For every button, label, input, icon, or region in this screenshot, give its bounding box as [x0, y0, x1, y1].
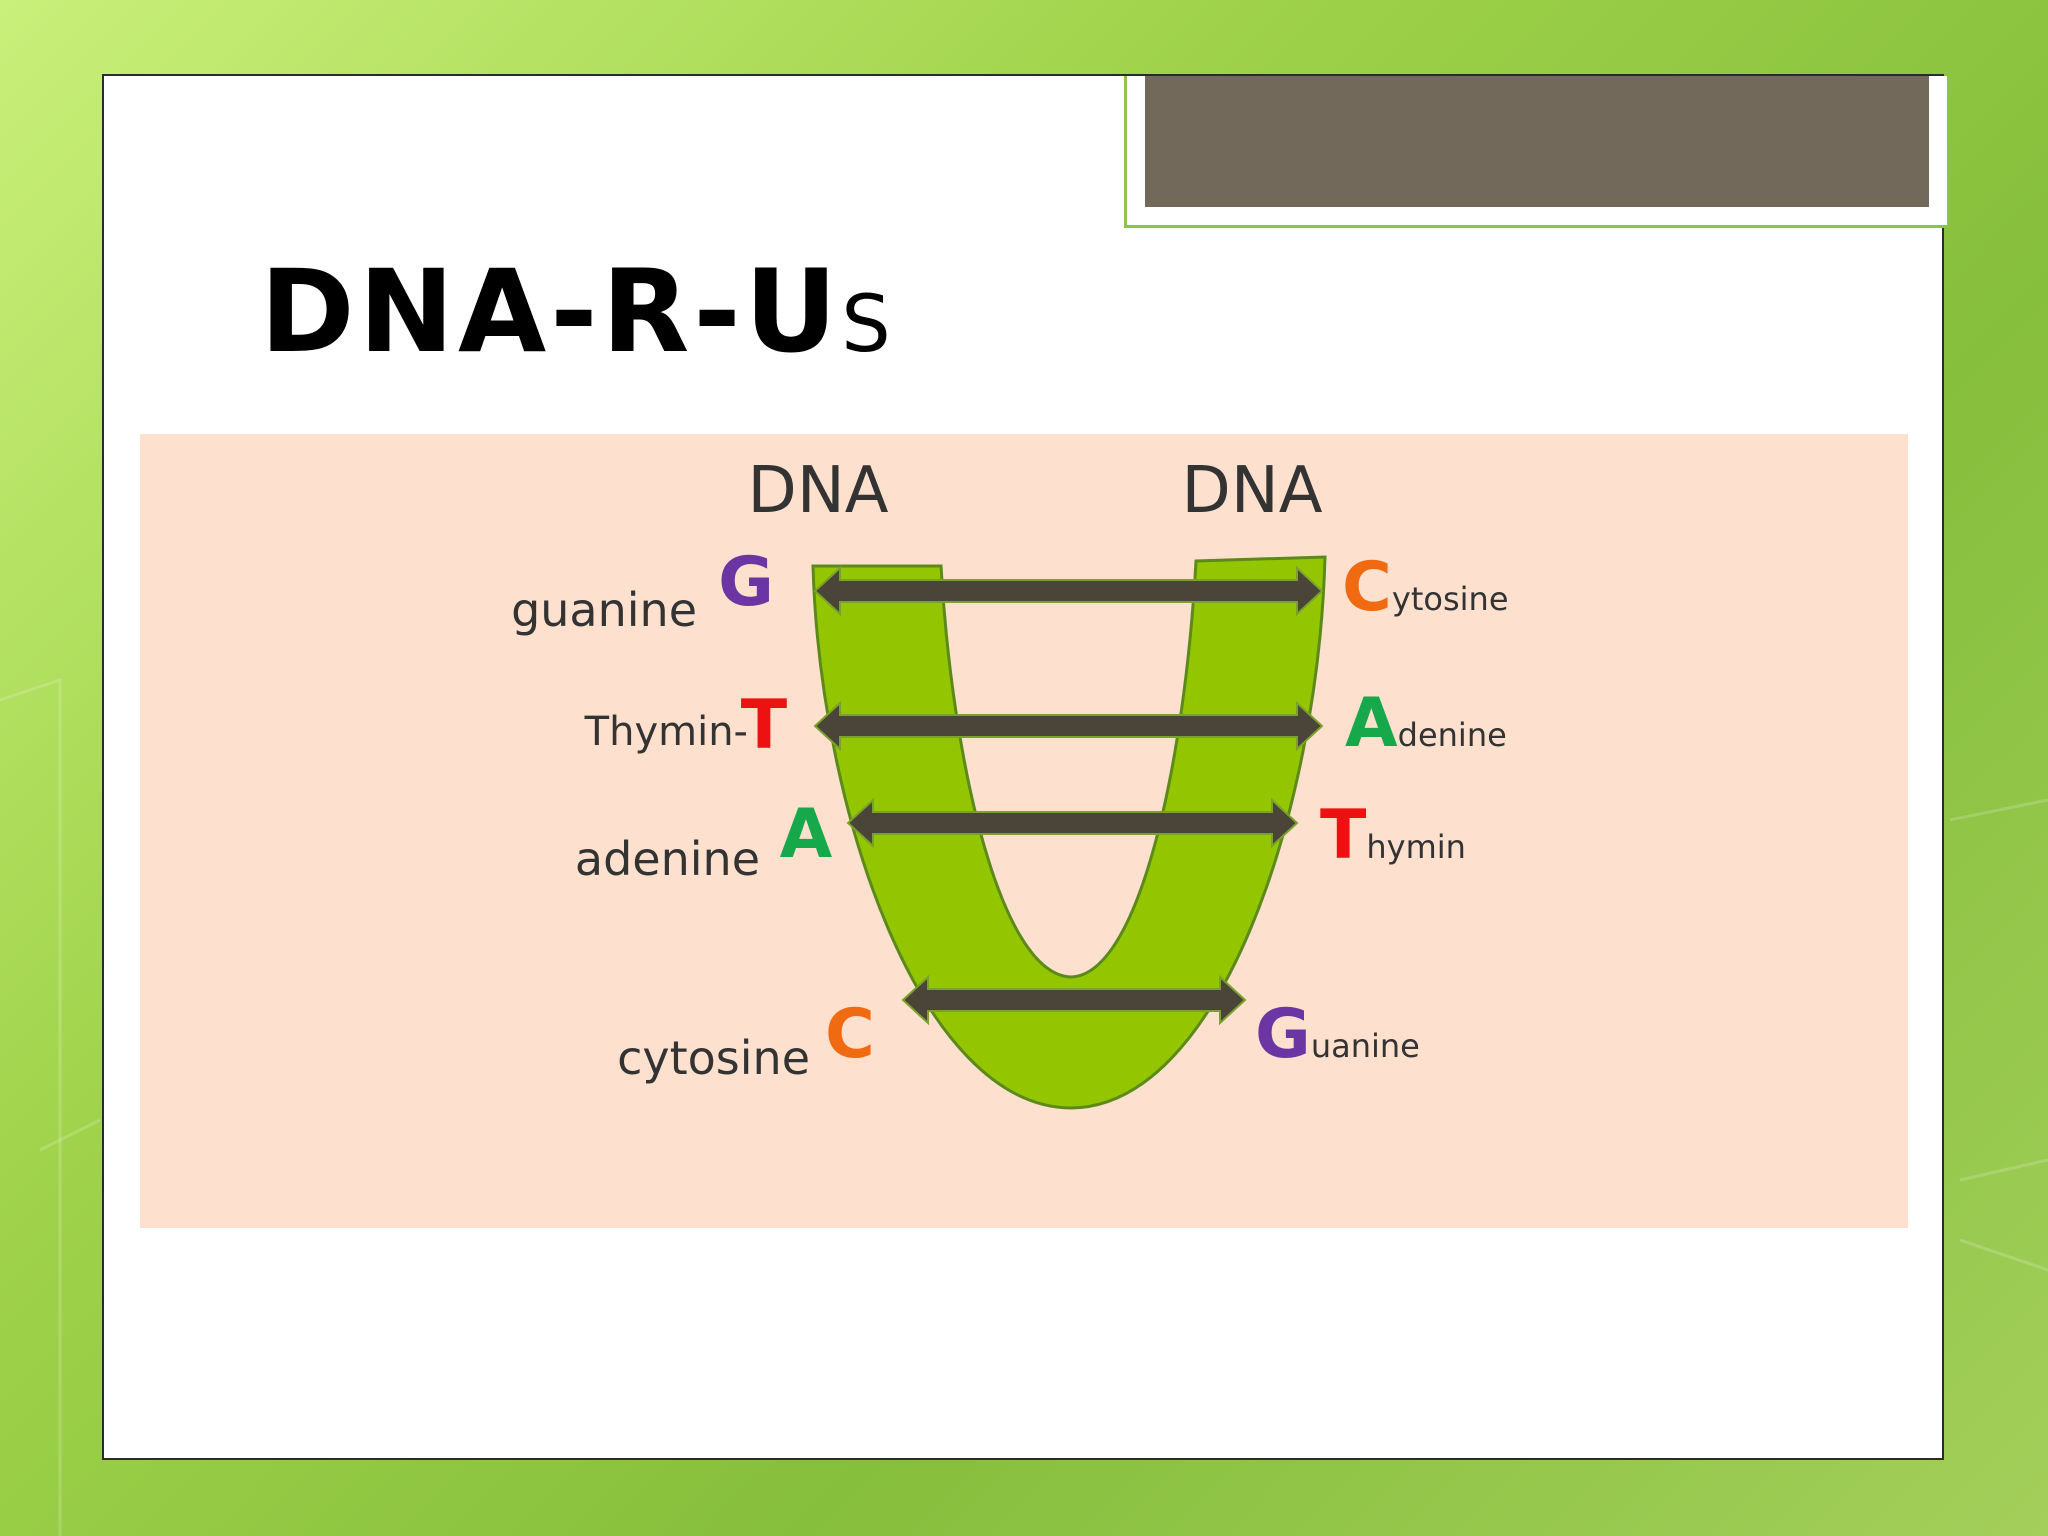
right-base-letter-1: C: [1342, 548, 1392, 627]
right-base-rest-4: uanine: [1311, 1027, 1420, 1065]
right-base-letter-3: T: [1320, 796, 1367, 875]
left-base-letter-1: G: [718, 543, 774, 622]
right-base-letter-4: G: [1255, 995, 1311, 1074]
right-base-letter-2: A: [1345, 684, 1398, 763]
left-base-letter-4: C: [825, 995, 875, 1074]
left-base-name-4: cytosine: [617, 1031, 810, 1085]
right-base-rest-2: denine: [1398, 716, 1507, 754]
left-base-letter-3: A: [780, 795, 833, 874]
right-base-1: Cytosine: [1342, 548, 1509, 627]
right-base-3: Thymin: [1320, 796, 1466, 875]
strand-label-left: DNA: [748, 454, 889, 528]
right-base-rest-1: ytosine: [1392, 580, 1509, 618]
left-base-letter-2: T: [741, 686, 788, 765]
right-base-rest-3: hymin: [1366, 828, 1466, 866]
left-base-name-1: guanine: [511, 583, 697, 637]
left-base-name-2: Thymin-: [584, 709, 748, 755]
strand-label-right: DNA: [1182, 454, 1323, 528]
right-base-4: Guanine: [1255, 995, 1420, 1074]
right-base-2: Adenine: [1345, 684, 1507, 763]
left-base-name-3: adenine: [575, 832, 760, 886]
